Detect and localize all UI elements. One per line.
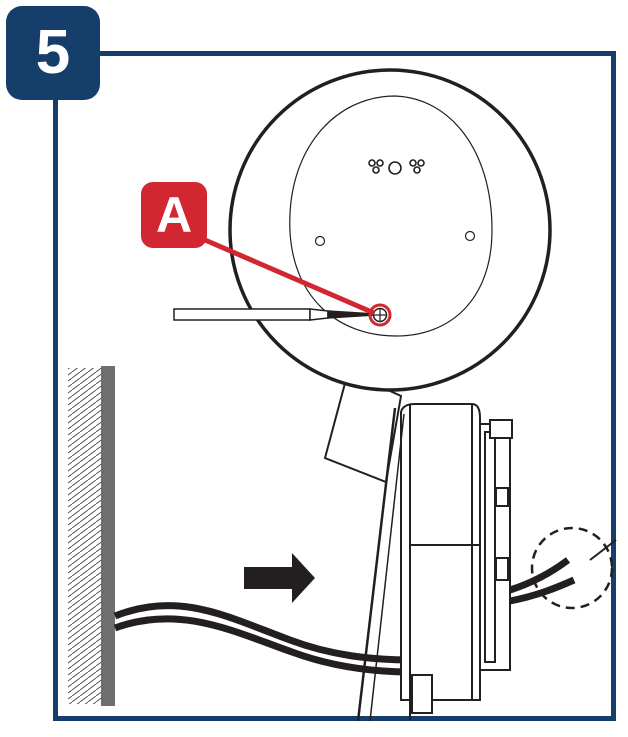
push-arrow-icon [244,553,315,603]
callout-leader [204,237,392,327]
logo-mark [368,159,425,175]
callout-label-a: A [141,182,207,248]
device-front-view [228,68,552,392]
wall [68,366,115,706]
wires [508,557,576,605]
cable [113,602,413,676]
mounting-screw-icon [372,307,388,323]
step-number-badge: 5 [6,6,100,100]
detail-circle [530,526,617,610]
screwdriver [173,308,375,321]
device-side-view [323,370,513,722]
